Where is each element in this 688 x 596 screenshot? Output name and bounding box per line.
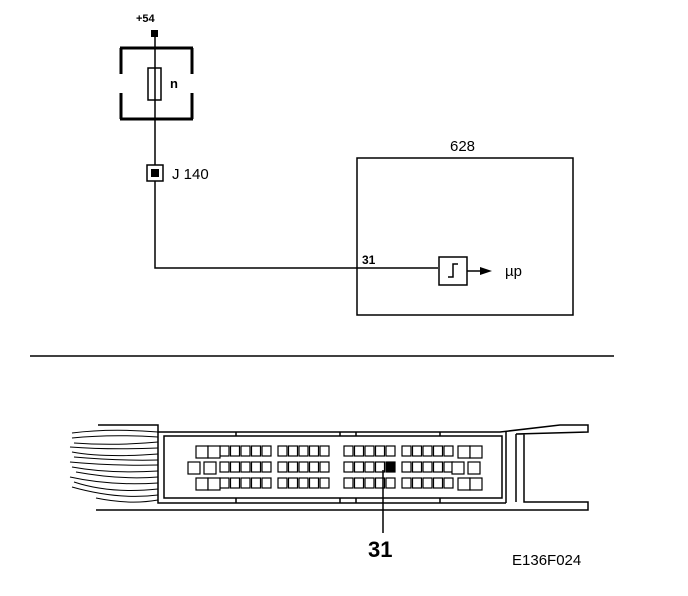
connector-pin <box>374 445 386 457</box>
output-arrow-icon <box>480 267 492 275</box>
connector-pin <box>298 445 309 457</box>
connector-pin <box>353 461 365 473</box>
connector-pin <box>287 445 299 457</box>
connector-pin <box>401 461 412 473</box>
connector-pin-31 <box>385 461 396 473</box>
connector-pin <box>287 477 299 489</box>
connector-pin <box>298 477 309 489</box>
connector-housing <box>96 424 589 511</box>
connector-pin <box>343 445 354 457</box>
connector-pin <box>308 445 320 457</box>
connector-pin-grid <box>187 445 483 491</box>
connector-pin <box>411 445 423 457</box>
connector-pin <box>277 477 288 489</box>
connector-large-pin <box>469 477 483 491</box>
connector-pin <box>364 461 375 473</box>
connector-pin <box>353 477 365 489</box>
connector-large-pin <box>451 461 465 475</box>
pin-label: 31 <box>362 253 376 267</box>
connector-pin <box>374 477 386 489</box>
connector-large-pin <box>187 461 201 475</box>
connector-pin <box>343 477 354 489</box>
supply-label: +54 <box>136 13 156 25</box>
figure-code: E136F024 <box>512 552 581 569</box>
connector-pin <box>364 445 375 457</box>
supply-terminal <box>151 30 158 37</box>
connector-pin <box>319 445 330 457</box>
connector-j140-pin-icon <box>151 169 159 177</box>
connector-pin <box>250 445 262 457</box>
connector-large-pin <box>195 445 209 459</box>
connector-pin <box>422 461 433 473</box>
connector-pin <box>219 461 230 473</box>
fuse-symbol: n <box>170 76 178 91</box>
connector-pin <box>219 477 230 489</box>
connector-pin <box>353 445 365 457</box>
pulse-symbol-icon <box>448 263 458 278</box>
connector-pin <box>229 477 241 489</box>
connector-pin <box>261 477 272 489</box>
connector-large-pin <box>203 461 217 475</box>
connector-pin <box>411 461 423 473</box>
connector-pin <box>443 477 454 489</box>
supply-wire <box>154 37 438 269</box>
fuse-box <box>119 46 194 121</box>
connector-pin <box>411 477 423 489</box>
connector-pin <box>319 461 330 473</box>
connector-pin <box>287 461 299 473</box>
connector-pin <box>364 477 375 489</box>
connector-pin <box>277 461 288 473</box>
connector-pin <box>343 461 354 473</box>
connector-pin <box>385 445 396 457</box>
connector-pin <box>401 477 412 489</box>
output-label: µp <box>505 263 522 280</box>
module-628-box <box>356 157 574 316</box>
connector-pin <box>240 477 251 489</box>
module-label: 628 <box>450 138 475 155</box>
connector-pin <box>432 461 444 473</box>
connector-pin <box>219 445 230 457</box>
connector-large-pin <box>467 461 481 475</box>
wire-harness <box>69 429 159 503</box>
pin-callout: 31 <box>368 537 392 562</box>
connector-pin <box>250 461 262 473</box>
connector-pin <box>277 445 288 457</box>
connector-pin <box>443 445 454 457</box>
connector-pin <box>261 445 272 457</box>
connector-large-pin <box>457 445 471 459</box>
connector-pin <box>401 445 412 457</box>
connector-large-pin <box>207 445 221 459</box>
connector-pin <box>261 461 272 473</box>
connector-label: J 140 <box>172 166 209 183</box>
connector-large-pin <box>195 477 209 491</box>
connector-pin <box>308 477 320 489</box>
connector-large-pin <box>207 477 221 491</box>
connector-large-pin <box>469 445 483 459</box>
connector-pin <box>240 445 251 457</box>
connector-pin <box>374 461 386 473</box>
connector-large-pin <box>457 477 471 491</box>
connector-pin <box>308 461 320 473</box>
connector-pin <box>385 477 396 489</box>
connector-pin <box>229 445 241 457</box>
connector-pin <box>319 477 330 489</box>
connector-pin <box>432 445 444 457</box>
connector-pin <box>250 477 262 489</box>
connector-pin <box>432 477 444 489</box>
connector-pin <box>298 461 309 473</box>
connector-pin <box>229 461 241 473</box>
connector-pin <box>422 445 433 457</box>
connector-pin <box>240 461 251 473</box>
connector-pin <box>422 477 433 489</box>
